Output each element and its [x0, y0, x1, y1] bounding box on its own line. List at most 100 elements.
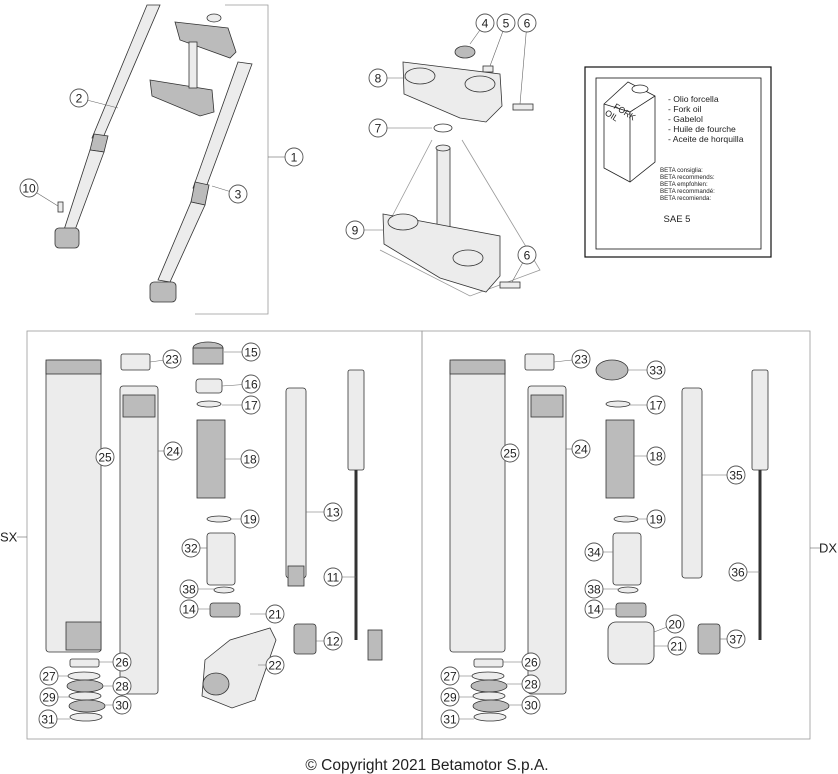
- callout-29: 29: [39, 687, 69, 707]
- callout-32: 32: [181, 538, 207, 558]
- callout-8: 8: [368, 68, 405, 88]
- callout-30: 30: [105, 695, 132, 715]
- right-leg-panel: [421, 330, 811, 740]
- callout-circle: [440, 666, 460, 686]
- callout-20: 20: [653, 614, 685, 634]
- callout-circle: [228, 184, 248, 204]
- callout-circle: [500, 443, 520, 463]
- callout-circle: [38, 709, 58, 729]
- callout-3: 3: [211, 184, 248, 204]
- callout-number: 21: [670, 640, 684, 654]
- callout-19: 19: [231, 509, 260, 529]
- recommend-line: BETA recomienda:: [660, 195, 711, 202]
- callout-number: 29: [42, 691, 56, 705]
- callout-number: 37: [729, 633, 743, 647]
- callout-circle: [517, 245, 537, 265]
- callout-number: 23: [574, 353, 588, 367]
- right-leg-parts: [449, 353, 769, 722]
- callout-35: 35: [702, 465, 746, 485]
- oil-text-line: - Gabelol: [668, 114, 703, 124]
- side-label-dx: DX: [819, 541, 837, 556]
- callout-number: 19: [243, 513, 257, 527]
- left-leg-parts: [45, 341, 383, 722]
- callout-circle: [496, 13, 516, 33]
- callout-circle: [240, 509, 260, 529]
- callout-circle: [39, 666, 59, 686]
- callout-18: 18: [225, 449, 260, 469]
- callout-number: 20: [668, 618, 682, 632]
- callout-circle: [163, 441, 183, 461]
- callout-number: 31: [443, 713, 457, 727]
- callout-24: 24: [158, 441, 183, 461]
- callout-circle: [162, 349, 182, 369]
- callout-25: 25: [95, 447, 115, 467]
- callout-circle: [646, 360, 666, 380]
- callout-23: 23: [553, 349, 591, 369]
- callout-circle: [241, 395, 261, 415]
- callout-34: 34: [584, 542, 613, 562]
- callout-number: 27: [443, 670, 457, 684]
- callout-circle: [521, 695, 541, 715]
- callout-circle: [665, 614, 685, 634]
- callout-number: 18: [649, 450, 663, 464]
- callout-circle: [667, 636, 687, 656]
- copyright: © Copyright 2021 Betamotor S.p.A.: [305, 757, 548, 774]
- callout-number: 11: [327, 571, 340, 585]
- callout-number: 26: [524, 656, 538, 670]
- callout-circle: [646, 395, 666, 415]
- callout-number: 2: [76, 92, 83, 106]
- callout-27: 27: [440, 666, 472, 686]
- recommend-line: BETA consiglia:: [660, 167, 703, 174]
- callout-circle: [179, 579, 199, 599]
- callout-circle: [368, 68, 388, 88]
- callout-6: 6: [517, 13, 537, 105]
- callout-23: 23: [149, 349, 182, 369]
- callout-14: 14: [179, 599, 210, 619]
- callout-circle: [265, 604, 285, 624]
- callout-number: 10: [22, 182, 36, 196]
- callout-27: 27: [39, 666, 68, 686]
- callout-number: 38: [182, 583, 196, 597]
- callout-circle: [521, 652, 541, 672]
- callout-circle: [584, 542, 604, 562]
- callout-number: 29: [443, 691, 457, 705]
- callout-circle: [265, 655, 285, 675]
- callout-number: 12: [326, 635, 340, 649]
- callout-number: 4: [482, 17, 489, 31]
- callout-circle: [112, 676, 132, 696]
- callout-10: 10: [19, 178, 59, 207]
- callout-number: 24: [574, 443, 588, 457]
- callout-number: 31: [41, 713, 55, 727]
- callout-28: 28: [103, 676, 132, 696]
- callout-number: 19: [649, 513, 663, 527]
- callout-circle: [95, 447, 115, 467]
- callout-circle: [323, 502, 343, 522]
- callout-circle: [517, 13, 537, 33]
- callout-4: 4: [469, 13, 495, 45]
- callout-number: 24: [166, 445, 180, 459]
- callout-38: 38: [584, 579, 618, 599]
- callout-circle: [345, 220, 365, 240]
- callout-circle: [323, 631, 343, 651]
- callout-number: 15: [244, 346, 258, 360]
- callout-number: 28: [524, 678, 538, 692]
- recommend-line: BETA recommends:: [660, 174, 715, 181]
- callout-21: 21: [250, 604, 285, 624]
- callout-30: 30: [509, 695, 541, 715]
- callout-circle: [112, 652, 132, 672]
- callout-number: 9: [352, 224, 359, 238]
- callout-number: 21: [268, 608, 282, 622]
- callout-circle: [179, 599, 199, 619]
- callout-circle: [728, 562, 748, 582]
- callout-number: 6: [524, 17, 531, 31]
- callout-circle: [726, 629, 746, 649]
- callout-circle: [368, 118, 388, 138]
- callout-number: 14: [182, 603, 196, 617]
- callout-circle: [571, 439, 591, 459]
- callout-circle: [69, 88, 89, 108]
- callout-circle: [240, 449, 260, 469]
- oil-text-line: - Fork oil: [668, 104, 702, 114]
- callout-circle: [646, 446, 666, 466]
- recommend-line: BETA empfohlen:: [660, 181, 708, 188]
- callout-16: 16: [221, 374, 261, 394]
